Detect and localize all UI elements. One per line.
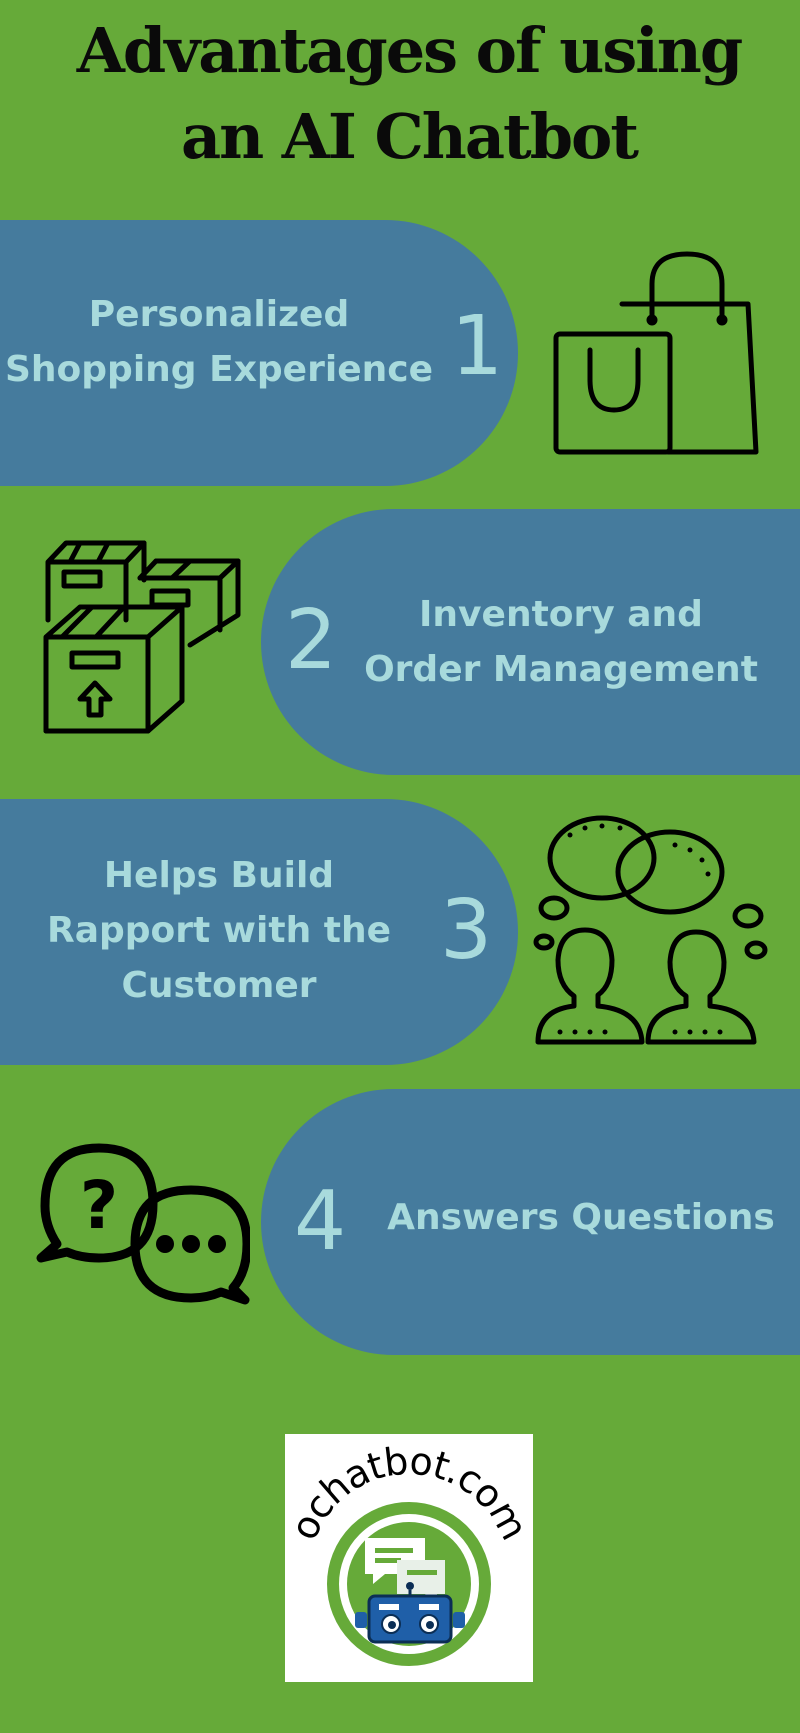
svg-text:?: ?	[80, 1167, 118, 1244]
question-chat-bubbles-icon: ?	[35, 1140, 250, 1305]
title-line-1: Advantages of using	[0, 8, 800, 94]
conversation-people-icon	[530, 810, 770, 1055]
advantage-number-2: 2	[285, 600, 337, 682]
advantage-number-4: 4	[294, 1181, 346, 1263]
advantage-number-3: 3	[440, 890, 492, 972]
page-title: Advantages of using an AI Chatbot	[0, 8, 800, 180]
ochatbot-logo: ochatbot.com	[285, 1434, 533, 1682]
advantage-label-4: Answers Questions	[375, 1190, 787, 1245]
title-line-2: an AI Chatbot	[0, 94, 800, 180]
boxes-icon	[40, 535, 245, 735]
chatbot-robot-logo: ochatbot.com	[285, 1434, 533, 1682]
advantage-label-1: Personalized Shopping Experience	[0, 287, 438, 397]
advantage-number-1: 1	[451, 306, 503, 388]
advantage-label-2: Inventory and Order Management	[360, 587, 762, 697]
advantage-label-3: Helps Build Rapport with the Customer	[0, 848, 438, 1013]
shopping-bags-icon	[550, 250, 766, 460]
